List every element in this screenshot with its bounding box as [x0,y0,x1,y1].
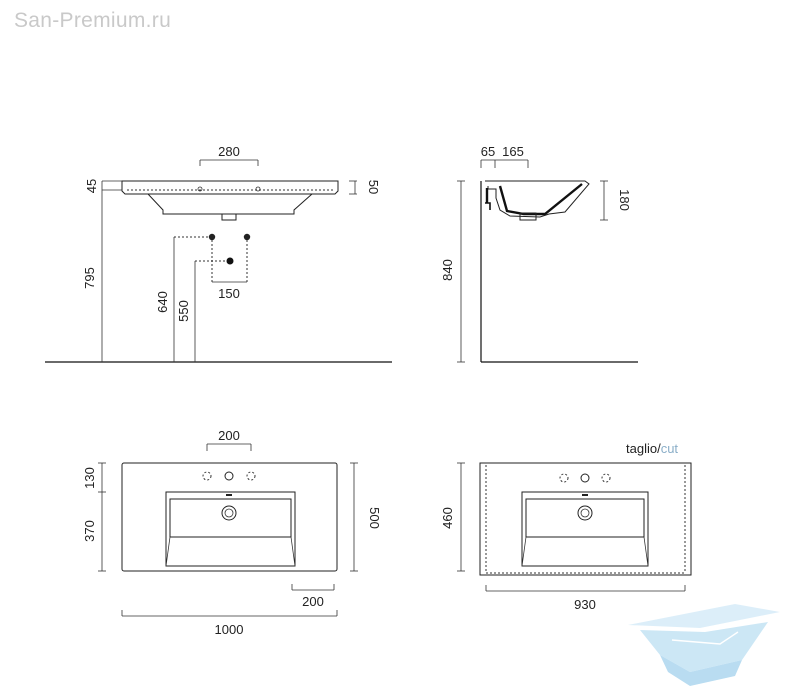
bowl-outline-cut [521,491,649,567]
side-view: 65 165 180 840 [440,144,638,363]
basin-profile [485,180,590,218]
dim-front-280: 280 [218,144,240,159]
tap-hole-left-cut [559,473,569,483]
dim-front-150: 150 [218,286,240,301]
drain-outer-cut [577,505,593,521]
water-pipe-right [243,233,251,241]
watermark: San-Premium.ru [14,9,172,32]
tap-hole-right-top [246,471,256,481]
dim-side-65: 65 [481,144,495,159]
dim-front-640: 640 [155,291,170,313]
tap-hole-center-cut [580,473,590,483]
basin-slab [121,180,339,195]
bathtub-logo-icon [628,604,780,686]
dim-front-50: 50 [366,180,381,194]
dim-top-130: 130 [82,467,97,489]
water-pipe-left [208,233,216,241]
drain-outer [221,505,237,521]
tap-hole-left [197,186,203,192]
drain-inner-cut [580,508,590,518]
bowl-inner-cut [525,498,645,538]
drain-outlet [221,213,237,221]
dim-side-165: 165 [502,144,524,159]
dim-top-370: 370 [82,520,97,542]
dim-top-500: 500 [367,507,382,529]
dim-top-200: 200 [218,428,240,443]
bowl-inner [169,498,292,538]
drain-body [519,212,537,221]
tap-hole-center-top [224,471,234,481]
overflow-slot [226,494,232,496]
tap-hole-right-cut [601,473,611,483]
tap-hole-left-top [202,471,212,481]
dim-front-550: 550 [176,300,191,322]
waste-pipe [226,257,234,265]
cut-outline [479,462,692,576]
dim-top-1000: 1000 [215,622,244,637]
dim-cut-460: 460 [440,507,455,529]
front-view: 280 45 50 795 640 550 [45,144,392,363]
basin-bowl [147,193,313,215]
dim-cut-930: 930 [574,597,596,612]
basin-outline-top [121,462,338,572]
dim-side-840: 840 [440,259,455,281]
drain-inner [224,508,234,518]
dim-front-45: 45 [84,179,99,193]
cut-label: taglio/cut [626,441,678,456]
dim-front-795: 795 [82,267,97,289]
bowl-outline [165,491,296,567]
dim-side-180: 180 [617,189,632,211]
tap-hole-right [255,186,261,192]
top-view: 200 130 370 500 200 1000 [82,428,382,637]
waste-trap [485,183,583,216]
cut-view: taglio/cut 460 930 [440,441,692,612]
dim-top-200-offset: 200 [302,594,324,609]
